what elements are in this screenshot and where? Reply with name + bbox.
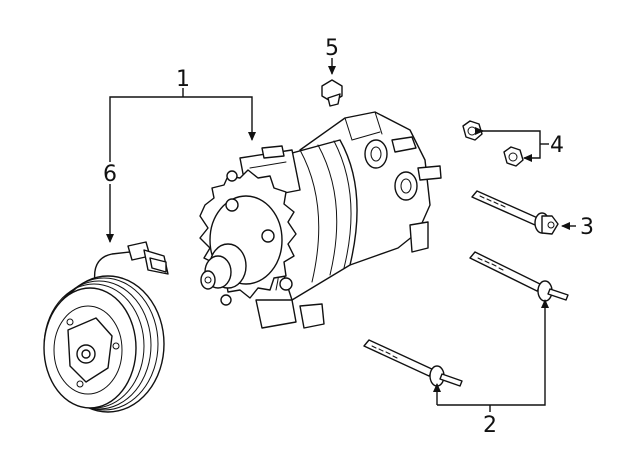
- callout-6: 6: [103, 162, 117, 187]
- callout-2: 2: [483, 413, 497, 438]
- ac-compressor-icon[interactable]: [199, 111, 442, 329]
- long-bolt-icon[interactable]: [363, 251, 569, 387]
- bolt-icon[interactable]: [321, 79, 343, 107]
- leader-lines: [106, 58, 576, 412]
- callout-1: 1: [176, 67, 190, 92]
- clutch-pulley-icon[interactable]: [43, 241, 169, 413]
- mounting-bolt-icon[interactable]: [471, 190, 559, 235]
- callout-5: 5: [325, 36, 339, 61]
- nut-icon[interactable]: [462, 120, 524, 167]
- callout-3: 3: [580, 215, 594, 240]
- callout-4: 4: [550, 133, 564, 158]
